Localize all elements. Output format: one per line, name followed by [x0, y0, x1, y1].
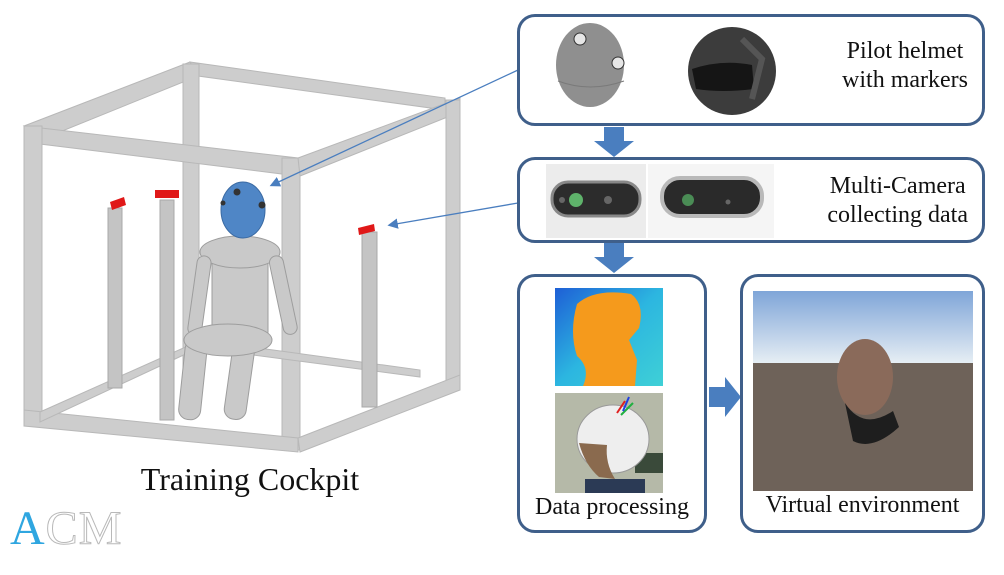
helmet-marker-3 [220, 200, 226, 206]
frame-top-left [23, 61, 199, 141]
frame-front-top [22, 125, 299, 177]
frame-back-top [189, 61, 446, 111]
logo-letter-a: A [10, 502, 46, 555]
helmet-marker-1 [233, 188, 241, 196]
helmet-stage-label: Pilot helmet with markers [842, 37, 968, 95]
stage-processing-box: Data processing [517, 274, 707, 533]
training-cockpit-label: Training Cockpit [140, 461, 360, 497]
stage-virtual-box: Virtual environment [740, 274, 985, 533]
depth-map-image [555, 288, 663, 386]
helmet-with-markers-image [556, 23, 625, 107]
flow-arrow-down-2 [594, 243, 634, 273]
helmet-label-line1: Pilot helmet [846, 38, 964, 64]
camera-stand-1 [107, 207, 123, 389]
camera-frame-helmet-image [555, 393, 663, 493]
camera-stage-label: Multi-Camera collecting data [827, 172, 968, 230]
frame-right-back-post [445, 99, 461, 391]
camera-label-line1: Multi-Camera [829, 173, 966, 199]
training-cockpit-illustration [22, 61, 461, 453]
camera-marker-1 [110, 197, 126, 210]
processing-stage-label: Data processing [535, 494, 689, 520]
helmet-marker [573, 32, 587, 46]
helmet-marker [611, 56, 625, 70]
frame-right-top [297, 97, 461, 177]
frame-right-bottom [297, 374, 461, 453]
virtual-head-render [753, 291, 973, 491]
helmet-marker-2 [258, 201, 266, 209]
camera-marker-3 [358, 224, 375, 235]
stage-helmet-box: Pilot helmet with markers [517, 14, 985, 126]
frame-front-left-post [23, 125, 43, 427]
mannequin-thighs [183, 323, 273, 357]
camera-label-line2: collecting data [827, 201, 968, 228]
flow-arrow-down-1 [594, 127, 634, 157]
helmet-label-line2: with markers [842, 66, 968, 93]
mannequin-shoulders [199, 235, 281, 269]
logo-letters-cm: CM [45, 502, 123, 555]
motorcycle-helmet-image [688, 27, 776, 115]
frame-front-bottom [23, 409, 299, 453]
camera-stand-3 [361, 231, 378, 408]
mannequin-right-arm [268, 255, 298, 335]
depth-camera-image-2 [648, 164, 774, 238]
stage-camera-box: Multi-Camera collecting data [517, 157, 985, 243]
camera-stand-2 [159, 199, 175, 421]
acm-logo: ACM [10, 502, 123, 555]
flow-arrow-right [709, 377, 741, 417]
helmet-on-mannequin [220, 181, 266, 239]
depth-camera-image-1 [546, 164, 646, 238]
virtual-stage-label: Virtual environment [765, 492, 960, 518]
camera-marker-2 [155, 190, 179, 198]
